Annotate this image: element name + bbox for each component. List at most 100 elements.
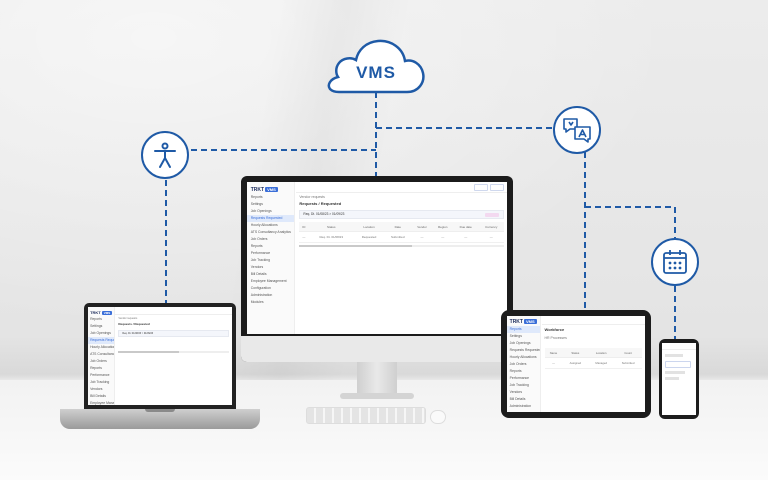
sidebar-item[interactable]: Requests Requested <box>88 337 114 344</box>
accessibility-icon <box>141 131 189 179</box>
laptop-base <box>60 409 260 429</box>
phone-field[interactable] <box>665 361 691 368</box>
horizontal-scrollbar[interactable] <box>299 245 504 247</box>
sidebar-item[interactable]: Requests Requested <box>509 348 541 352</box>
breadcrumb: Vendor requests <box>118 317 138 320</box>
sidebar-item[interactable]: Performance <box>509 376 530 380</box>
sidebar-item[interactable]: Employee Management <box>250 279 287 283</box>
table-cell: — <box>411 231 433 243</box>
sidebar-item[interactable]: Job Tracking <box>250 258 270 262</box>
sidebar-item[interactable]: Performance <box>250 251 271 255</box>
translate-icon <box>553 106 601 154</box>
sidebar-item[interactable]: Vendors <box>90 387 103 391</box>
sidebar-item[interactable]: Bill Details <box>509 397 526 401</box>
sidebar-item[interactable]: Performance <box>90 373 110 377</box>
sidebar-item[interactable]: Settings <box>509 334 522 338</box>
sidebar-item[interactable]: Job Openings <box>90 331 111 335</box>
sidebar-item[interactable]: ATS Consultancy Analytics <box>90 352 114 356</box>
table-cell: Req. Dt. 01/08/23 <box>308 231 355 243</box>
sidebar-item[interactable]: Configuration <box>250 286 271 290</box>
cloud-label: VMS <box>356 63 396 82</box>
sidebar-item[interactable]: Job Openings <box>509 341 531 345</box>
sidebar-item[interactable]: Job Openings <box>250 209 272 213</box>
column-header: ID <box>299 222 309 232</box>
sidebar-item[interactable]: Bill Details <box>90 394 106 398</box>
sub-title: HR Processes <box>544 336 567 340</box>
column-header: Vendor <box>411 222 433 232</box>
column-header: Due date <box>453 222 479 232</box>
table-cell: Requested <box>354 231 384 243</box>
sidebar-item[interactable]: Job Orders <box>250 237 268 241</box>
monitor-stand <box>357 362 397 396</box>
sidebar-item[interactable]: Modules <box>250 300 264 304</box>
horizontal-scrollbar[interactable] <box>118 351 229 353</box>
sidebar-item[interactable]: Vendors <box>509 390 523 394</box>
column-header: Region <box>432 222 454 232</box>
table-cell: Submitted <box>383 231 412 243</box>
sidebar-item[interactable]: Settings <box>250 202 263 206</box>
table-cell: — <box>478 231 504 243</box>
filter-pill[interactable] <box>485 212 499 217</box>
sidebar-item[interactable]: ATS Consultancy Analytics <box>250 230 291 234</box>
sidebar-item[interactable]: Bill Details <box>250 272 267 276</box>
topbar-button[interactable] <box>474 184 488 191</box>
phone-screen <box>662 343 696 415</box>
app-topbar <box>115 307 232 315</box>
sidebar-item[interactable]: Reports <box>90 317 102 321</box>
smartphone <box>659 339 699 419</box>
sidebar-item[interactable]: Requests Requested <box>247 215 294 222</box>
sidebar-item[interactable]: Administration <box>509 404 532 408</box>
table-cell: — <box>544 357 563 369</box>
column-header: Status <box>562 348 589 358</box>
sidebar-item[interactable]: Employee Management <box>90 401 114 405</box>
sidebar-item[interactable]: Job Orders <box>509 362 527 366</box>
monitor-chin <box>241 336 513 362</box>
sidebar-item[interactable]: Job Orders <box>90 359 107 363</box>
app-topbar <box>541 316 645 325</box>
filter-bar[interactable]: Req. Dt. 01/08/23 > 01/09/23 <box>118 330 229 337</box>
calendar-icon <box>651 238 699 286</box>
sidebar-item[interactable]: Reports <box>507 326 541 333</box>
table-cell: — <box>299 231 309 243</box>
keyboard <box>306 407 426 424</box>
sidebar-item[interactable]: Settings <box>90 324 103 328</box>
sidebar-item[interactable]: Hourly Allocations <box>250 223 278 227</box>
sidebar-item[interactable]: Administration <box>250 293 273 297</box>
sidebar-item[interactable]: Job Tracking <box>90 380 110 384</box>
monitor-stand-base <box>340 393 414 399</box>
filter-bar[interactable]: Req. Dt. 01/08/23 > 01/09/23 <box>299 210 504 219</box>
sidebar-item[interactable]: Reports <box>90 366 102 370</box>
sidebar-item[interactable]: Reports <box>250 195 263 199</box>
sidebar-item[interactable]: Reports <box>509 369 522 373</box>
sidebar-item[interactable]: Hourly Allocations <box>90 345 114 349</box>
sidebar-item[interactable]: Hourly Allocations <box>509 355 537 359</box>
mouse <box>430 410 446 424</box>
page-title: Workforce <box>544 327 565 332</box>
sidebar-item[interactable]: Reports <box>250 244 263 248</box>
topbar-button[interactable] <box>490 184 504 191</box>
sidebar-item[interactable]: Job Tracking <box>509 383 529 387</box>
column-header: Date <box>383 222 412 232</box>
sidebar-item[interactable]: Vendors <box>250 265 264 269</box>
translate-to-calendar-line <box>585 206 676 238</box>
page-title: Requests / Requested <box>299 201 342 206</box>
app-main: Vendor requests Requests / Requested Req… <box>296 182 507 334</box>
column-header: Currency <box>478 222 504 232</box>
